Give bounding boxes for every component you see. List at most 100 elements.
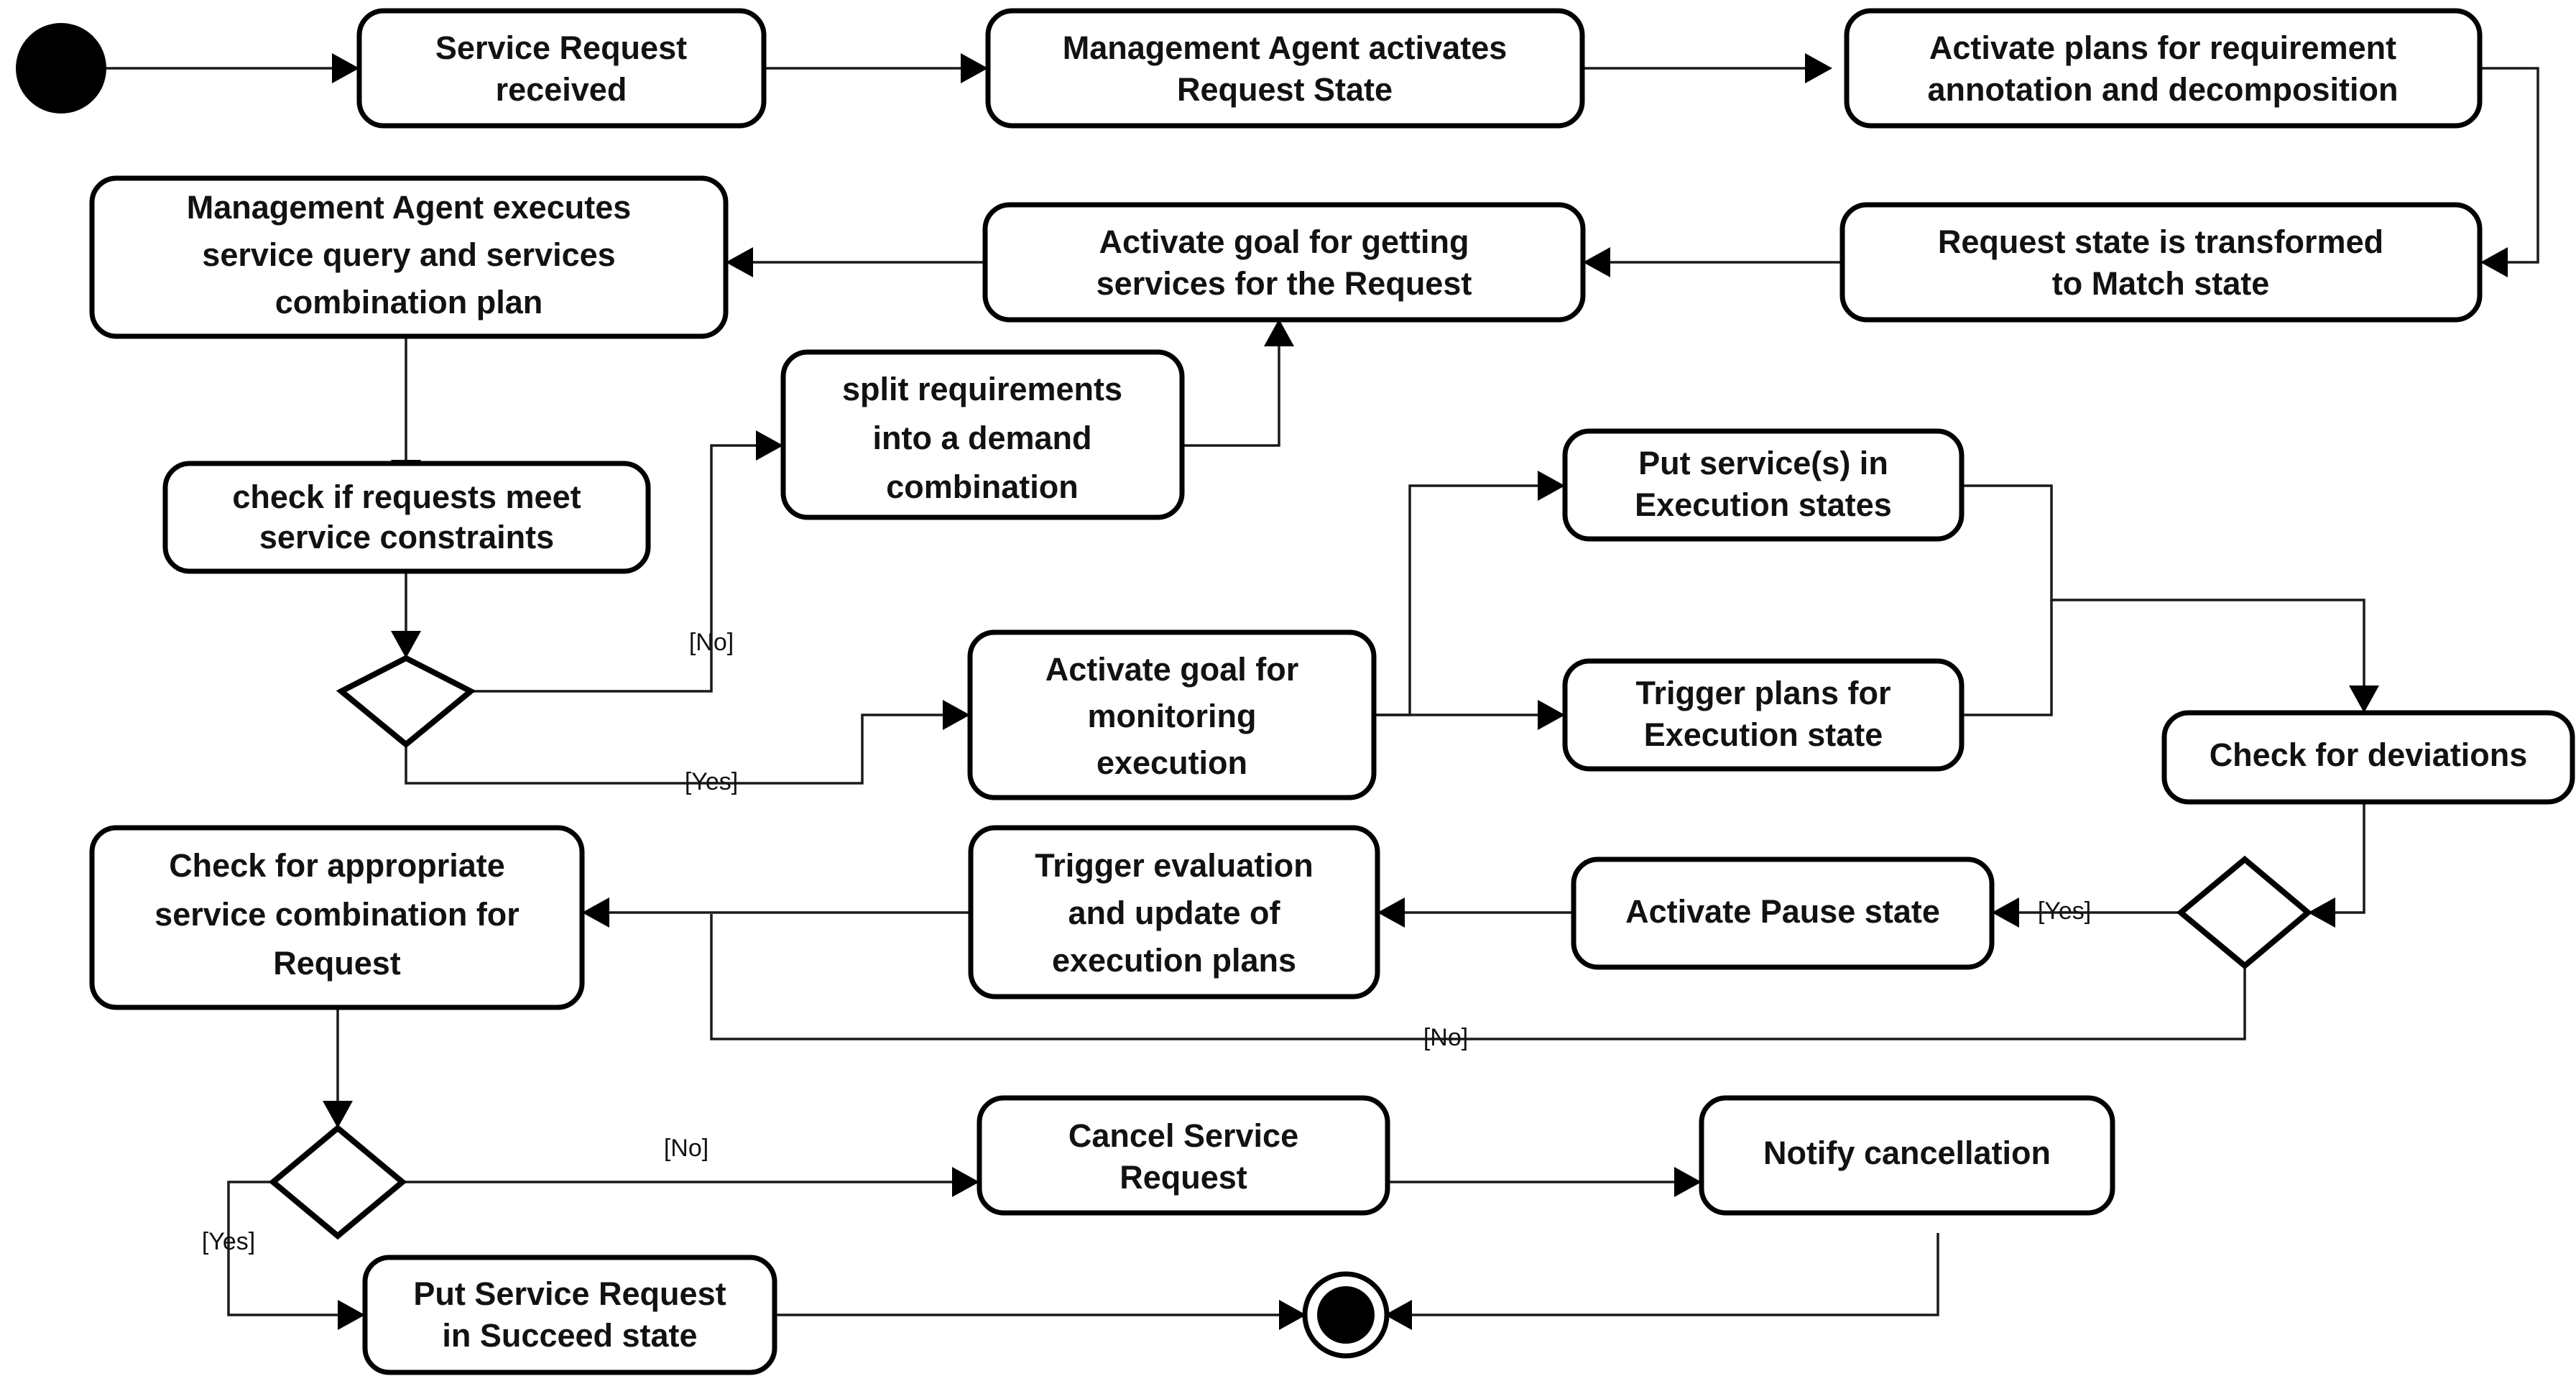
- activity-label-line: Request state is transformed: [1938, 223, 2383, 260]
- decision-node-service-constraints[interactable]: [336, 655, 476, 749]
- edge-split-requirements-to-activate-goal-getting-services: [1182, 339, 1280, 447]
- arrowhead: [391, 631, 421, 658]
- activity-notify-cancellation[interactable]: Notify cancellation: [1699, 1095, 2115, 1216]
- arrowhead: [1385, 1300, 1412, 1330]
- guard-label-no-constraints: [No]: [689, 629, 734, 656]
- edge-decision-1-no-to-split-requirements: [471, 444, 765, 693]
- arrowhead: [332, 53, 359, 83]
- activity-put-service-request-in-succeed-state[interactable]: Put Service Request in Succeed state: [362, 1255, 777, 1375]
- activity-label-line: Request State: [1177, 71, 1393, 108]
- edge-trigger-plans-to-join: [1962, 600, 2053, 716]
- activity-label-line: Trigger evaluation: [1035, 847, 1314, 884]
- arrowhead: [1377, 897, 1405, 928]
- activity-management-agent-activates-request-state[interactable]: Management Agent activates Request State: [985, 8, 1585, 129]
- arrowhead: [2480, 247, 2508, 277]
- arrowhead: [323, 1101, 353, 1128]
- activity-label-line: Put service(s) in: [1638, 445, 1888, 481]
- activity-activate-goal-for-getting-services[interactable]: Activate goal for getting services for t…: [982, 202, 1586, 323]
- arrowhead: [726, 247, 753, 277]
- activity-check-for-deviations[interactable]: Check for deviations: [2161, 710, 2575, 805]
- final-node: [1302, 1271, 1390, 1359]
- activity-label-line: Trigger plans for: [1635, 675, 1891, 711]
- edge-execution-join-to-check-for-deviations: [1962, 484, 2365, 693]
- guard-label-no-deviations: [No]: [1423, 1024, 1468, 1051]
- activity-label-line: execution plans: [1052, 942, 1296, 979]
- edge-activate-plans-to-request-state-transformed: [2480, 67, 2539, 264]
- activity-label-line: check if requests meet: [232, 479, 581, 515]
- activity-label-line: Service Request: [435, 29, 687, 66]
- activity-label-line: Management Agent executes: [187, 189, 632, 226]
- arrowhead: [2308, 897, 2335, 928]
- arrowhead: [756, 430, 783, 461]
- guard-label-no-combination: [No]: [664, 1135, 708, 1162]
- edge-notify-cancellation-to-final-node: [1405, 1233, 1939, 1316]
- activity-label-line: Notify cancellation: [1763, 1135, 2051, 1171]
- activity-label-line: service constraints: [259, 519, 554, 555]
- activity-label-line: Put Service Request: [413, 1275, 726, 1312]
- edge-decision-2-no-to-check-appropriate-combination: [710, 914, 2246, 1040]
- activity-label-line: service query and services: [202, 236, 615, 273]
- activity-label-line: into a demand: [872, 420, 1091, 456]
- activity-label-line: Management Agent activates: [1063, 29, 1508, 66]
- activity-label-line: to Match state: [2052, 265, 2270, 302]
- guard-label-yes-combination: [Yes]: [202, 1228, 255, 1255]
- activity-label-line: monitoring: [1088, 698, 1257, 734]
- activity-label-line: combination plan: [275, 284, 543, 320]
- activity-put-services-in-execution-states[interactable]: Put service(s) in Execution states: [1562, 428, 1965, 542]
- arrowhead: [1279, 1300, 1306, 1330]
- arrowhead: [943, 700, 970, 730]
- activity-label-line: Activate goal for: [1045, 651, 1299, 688]
- edge-decision-3-yes-to-put-service-request-succeed: [227, 1181, 345, 1316]
- arrowhead: [1674, 1167, 1702, 1197]
- activity-label-line: Cancel Service: [1068, 1117, 1298, 1154]
- decision-node-deviations[interactable]: [2176, 855, 2313, 970]
- activity-check-if-requests-meet-service-constraints[interactable]: check if requests meet service constrain…: [162, 461, 651, 574]
- guard-label-yes-constraints: [Yes]: [685, 768, 738, 795]
- edge-decision-1-yes-to-activate-goal-monitoring: [405, 714, 951, 785]
- activity-label-line: Request: [273, 945, 401, 982]
- arrowhead: [952, 1167, 979, 1197]
- activity-label-line: Request: [1120, 1159, 1247, 1196]
- activity-label-line: service combination for: [154, 896, 520, 933]
- activity-check-for-appropriate-service-combination[interactable]: Check for appropriate service combinatio…: [89, 825, 585, 1010]
- activity-label-line: in Succeed state: [442, 1317, 697, 1354]
- activity-request-state-transformed-to-match-state[interactable]: Request state is transformed to Match st…: [1839, 202, 2483, 323]
- arrowhead: [1538, 700, 1565, 730]
- arrowhead: [1805, 53, 1832, 83]
- activity-trigger-evaluation-and-update-of-execution-plans[interactable]: Trigger evaluation and update of executi…: [968, 825, 1380, 999]
- activity-label-line: split requirements: [842, 371, 1122, 407]
- activity-label-line: Activate Pause state: [1625, 893, 1940, 930]
- activity-label-line: annotation and decomposition: [1928, 71, 2399, 108]
- activity-label-line: Activate plans for requirement: [1929, 29, 2396, 66]
- activity-management-agent-executes-service-query[interactable]: Management Agent executes service query …: [89, 175, 729, 339]
- activity-label-line: and update of: [1068, 895, 1281, 931]
- arrowhead: [582, 897, 609, 928]
- arrowhead: [1538, 471, 1565, 501]
- activity-label-line: Check for deviations: [2210, 737, 2528, 773]
- activity-cancel-service-request[interactable]: Cancel Service Request: [977, 1095, 1390, 1216]
- activity-activate-pause-state[interactable]: Activate Pause state: [1571, 856, 1995, 970]
- activity-label-line: Execution state: [1644, 716, 1883, 753]
- activity-label-line: Activate goal for getting: [1099, 223, 1469, 260]
- activity-label-line: execution: [1097, 744, 1247, 781]
- activity-label-line: received: [496, 71, 627, 108]
- activity-activate-plans-for-requirement-annotation[interactable]: Activate plans for requirement annotatio…: [1844, 8, 2483, 129]
- activity-label-line: Check for appropriate: [169, 847, 505, 884]
- activity-split-requirements-into-demand-combination[interactable]: split requirements into a demand combina…: [780, 349, 1185, 520]
- guard-label-yes-deviations: [Yes]: [2038, 897, 2091, 925]
- decision-node-service-combination-found[interactable]: [268, 1124, 407, 1240]
- activity-activate-goal-for-monitoring-execution[interactable]: Activate goal for monitoring execution: [967, 629, 1377, 800]
- edge-activate-goal-monitoring-to-put-services: [1374, 484, 1545, 716]
- arrowhead: [1992, 897, 2019, 928]
- activity-trigger-plans-for-execution-state[interactable]: Trigger plans for Execution state: [1562, 658, 1965, 772]
- arrowhead: [2349, 685, 2379, 713]
- arrowhead: [1264, 319, 1294, 346]
- activity-label-line: combination: [886, 468, 1079, 505]
- edge-check-for-deviations-to-decision-2: [2328, 802, 2365, 914]
- arrowhead: [1583, 247, 1610, 277]
- arrowhead: [338, 1300, 365, 1330]
- arrowhead: [961, 53, 988, 83]
- activity-service-request-received[interactable]: Service Request received: [356, 8, 767, 129]
